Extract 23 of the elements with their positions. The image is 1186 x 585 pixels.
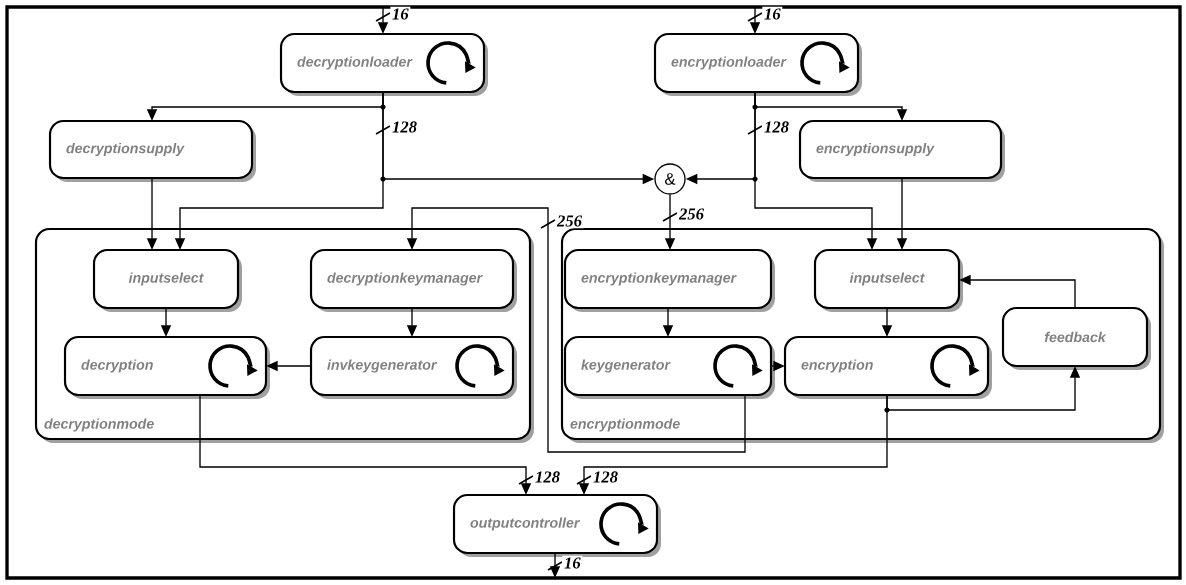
block-box: keygenerator bbox=[563, 335, 775, 399]
block-box: encryptionloader bbox=[653, 32, 862, 96]
block-box: encryption bbox=[783, 335, 992, 399]
block-box: decryptionsupply bbox=[48, 119, 256, 182]
block-box: feedback bbox=[1001, 306, 1151, 370]
bus-width-label: 256 bbox=[556, 215, 582, 227]
bus-width-label: 16 bbox=[764, 8, 781, 20]
block-box: decryption bbox=[63, 335, 270, 399]
block-box: inputselect bbox=[813, 248, 963, 312]
bus-width-label: 128 bbox=[764, 121, 789, 133]
bus-width-label: 16 bbox=[392, 8, 409, 20]
block-box: invkeygenerator bbox=[309, 335, 517, 399]
bus-width-label: 128 bbox=[535, 471, 560, 483]
block-box: encryptionsupply bbox=[798, 119, 1005, 182]
block-box: encryptionkeymanager bbox=[563, 248, 775, 312]
block-box: decryptionkeymanager bbox=[309, 248, 517, 312]
bus-width-label: 128 bbox=[392, 121, 417, 133]
bus-width-label: 256 bbox=[678, 208, 704, 220]
bus-width-label: 16 bbox=[564, 557, 581, 569]
block-box: decryptionloader bbox=[279, 32, 488, 96]
block-box: inputselect bbox=[92, 248, 242, 312]
block-box: outputcontroller bbox=[452, 493, 661, 557]
bus-width-label: 128 bbox=[593, 471, 618, 483]
